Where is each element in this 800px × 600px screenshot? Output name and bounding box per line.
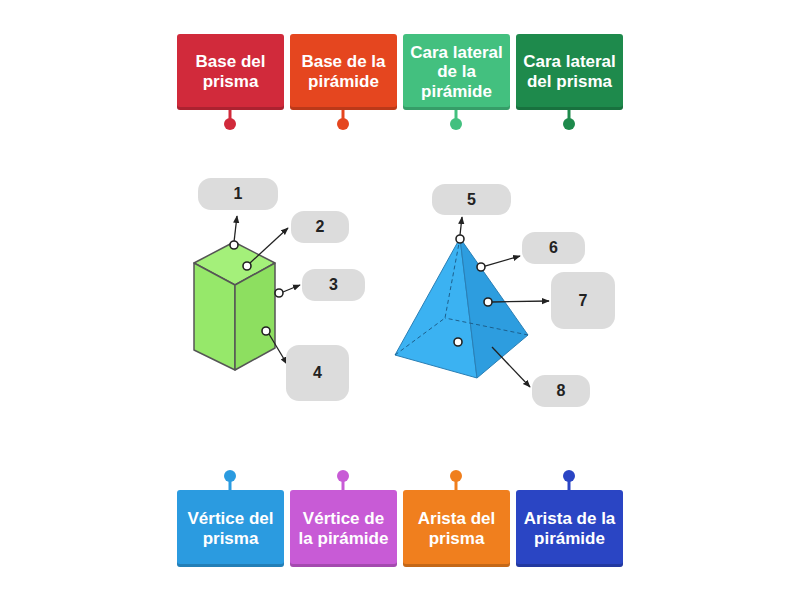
callout-number: 1 <box>234 185 243 203</box>
prism <box>194 242 275 370</box>
callout-number: 4 <box>313 364 322 382</box>
label-text: Cara lateral del prisma <box>520 52 619 91</box>
label-text: Vértice del prisma <box>181 509 280 548</box>
leader-lines <box>234 216 549 387</box>
tile-pins <box>224 110 575 490</box>
label-tile: Arista del prisma <box>403 490 510 567</box>
callout-box: 4 <box>286 345 349 401</box>
label-tile: Cara lateral del prisma <box>516 34 623 110</box>
label-text: Base del prisma <box>181 52 280 91</box>
callout-number: 7 <box>579 292 588 310</box>
marker-dots <box>230 235 492 346</box>
callout-box: 6 <box>522 232 585 264</box>
callout-number: 3 <box>329 276 338 294</box>
label-tile: Cara lateral de la pirámide <box>403 34 510 110</box>
callout-box: 1 <box>198 178 278 210</box>
pyramid <box>395 238 528 378</box>
label-tile: Vértice de la pirámide <box>290 490 397 567</box>
callout-number: 5 <box>467 191 476 209</box>
callout-box: 5 <box>432 184 511 215</box>
label-text: Arista del prisma <box>407 509 506 548</box>
callout-box: 2 <box>291 211 349 243</box>
label-text: Base de la pirámide <box>294 52 393 91</box>
label-text: Cara lateral de la pirámide <box>407 43 506 102</box>
label-text: Vértice de la pirámide <box>294 509 393 548</box>
label-tile: Vértice del prisma <box>177 490 284 567</box>
label-text: Arista de la pirámide <box>520 509 619 548</box>
label-tile: Base de la pirámide <box>290 34 397 110</box>
callout-number: 2 <box>316 218 325 236</box>
callout-box: 3 <box>302 269 365 301</box>
label-tile: Arista de la pirámide <box>516 490 623 567</box>
callout-box: 7 <box>551 272 615 329</box>
callout-number: 6 <box>549 239 558 257</box>
callout-box: 8 <box>532 375 590 407</box>
label-tile: Base del prisma <box>177 34 284 110</box>
callout-number: 8 <box>557 382 566 400</box>
